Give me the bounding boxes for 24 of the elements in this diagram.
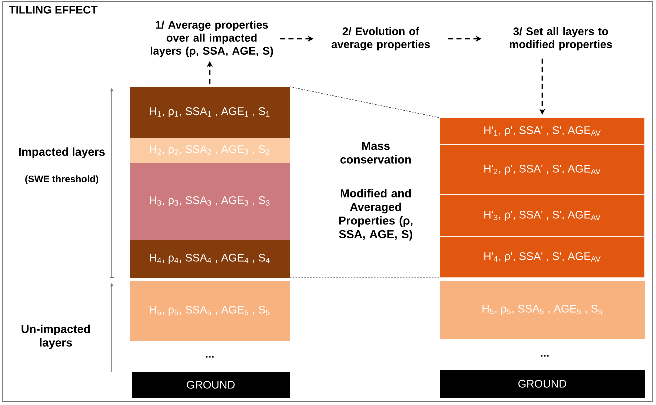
layer-box: H$_{2}$, ρ$_{2}$, SSA$_{2}$ , AGE$_{3}$ , S$_{2}$ xyxy=(130,138,290,163)
group-label: Un-impacted layers xyxy=(22,324,90,350)
step-text: 2/ Evolution of average properties xyxy=(332,27,430,51)
ellipsis: ... xyxy=(206,356,214,358)
ground-bar: GROUND xyxy=(132,372,290,398)
layer-box: H$_{4}$, ρ$_{4}$, SSA$_{4}$ , AGE$_{4}$ , S$_{4}$ xyxy=(130,240,290,278)
step-text: 1/ Average properties over all impacted layers (ρ, SSA, AGE, S) xyxy=(151,20,274,58)
note-text: Modified and Averaged Properties (ρ, SSA, AGE, S) xyxy=(339,189,413,241)
note-text: Mass conservation xyxy=(340,142,412,164)
ellipsis: ... xyxy=(541,355,549,357)
group-label: Impacted layers xyxy=(19,148,105,158)
layer-box: H$_{5}$, ρ$_{5}$, SSA$_{5}$ , AGE$_{5}$ , S$_{5}$ xyxy=(130,281,290,341)
layer-box: H'$_{4}$, ρ', SSA' , S', AGE$_{AV}$ xyxy=(440,236,646,278)
dotted-line xyxy=(290,86,440,118)
ground-bar: GROUND xyxy=(440,370,645,398)
step-text: 3/ Set all layers to modified properties xyxy=(510,27,612,51)
layer-box: H$_{1}$, ρ$_{1}$, SSA$_{1}$ , AGE$_{1}$ , S$_{1}$ xyxy=(130,87,290,138)
layer-box: H$_{5}$, ρ$_{5}$, SSA$_{5}$ , AGE$_{5}$ , S$_{5}$ xyxy=(440,281,645,339)
layer-box: H'$_{1}$, ρ', SSA' , S', AGE$_{AV}$ xyxy=(440,118,646,146)
layer-box: H'$_{3}$, ρ', SSA' , S', AGE$_{AV}$ xyxy=(440,194,646,238)
layer-box: H$_{3}$, ρ$_{3}$, SSA$_{3}$ , AGE$_{3}$ , S$_{3}$ xyxy=(130,163,290,240)
note-text: (SWE threshold) xyxy=(26,176,98,184)
title: TILLING EFFECT xyxy=(9,6,98,14)
layer-box: H'$_{2}$, ρ', SSA' , S', AGE$_{AV}$ xyxy=(440,144,646,196)
